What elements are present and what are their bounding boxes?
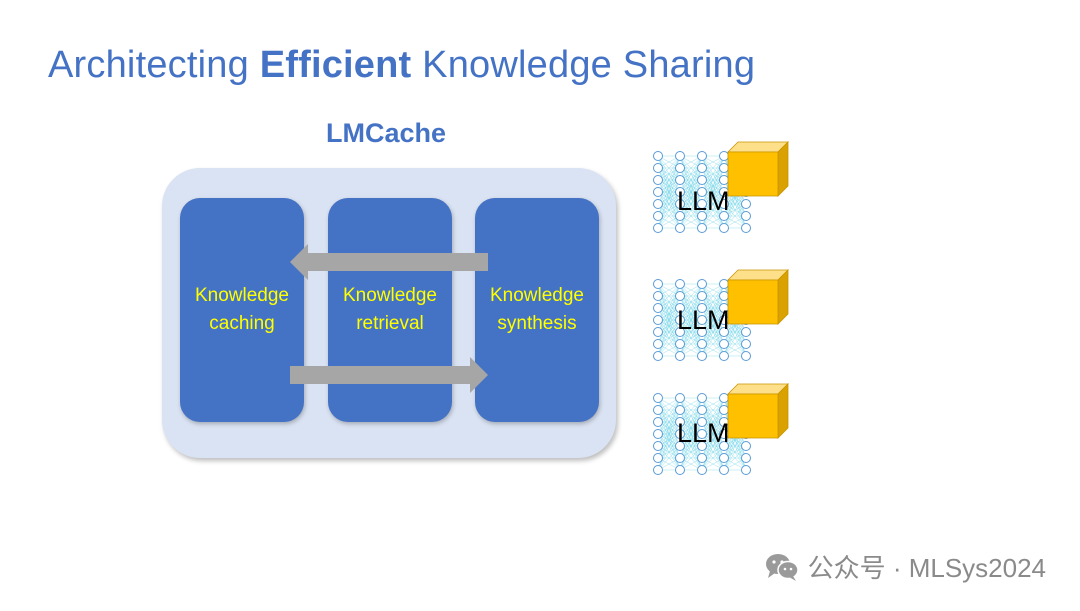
module-label-line1: Knowledge <box>195 282 289 310</box>
watermark-text: 公众号 · MLSys2024 <box>808 548 1046 585</box>
cube-side-face <box>778 270 788 324</box>
llm-unit-2: LLM <box>650 268 795 368</box>
slide-title: Architecting Efficient Knowledge Sharing <box>48 44 755 87</box>
llm-unit-1: LLM <box>650 140 795 240</box>
module-label-line2: synthesis <box>490 310 584 338</box>
title-suffix: Knowledge Sharing <box>411 44 755 86</box>
watermark: 公众号 · MLSys2024 <box>764 548 1046 585</box>
cube-side-face <box>778 142 788 196</box>
wechat-icon <box>764 552 800 582</box>
llm-label: LLM <box>677 305 730 336</box>
module-label-line1: Knowledge <box>343 282 437 310</box>
module-label-line1: Knowledge <box>490 282 584 310</box>
lmcache-label: LMCache <box>326 118 446 149</box>
llm-unit-3: LLM <box>650 382 795 482</box>
cube-front-face <box>728 394 778 438</box>
module-label-line2: retrieval <box>343 310 437 338</box>
knowledge-retrieval-block: Knowledgeretrieval <box>328 198 452 422</box>
module-label-line2: caching <box>195 310 289 338</box>
llm-label: LLM <box>677 418 730 449</box>
title-emphasis: Efficient <box>260 44 412 86</box>
cube-front-face <box>728 152 778 196</box>
title-prefix: Architecting <box>48 44 260 86</box>
cube-front-face <box>728 280 778 324</box>
cube-side-face <box>778 384 788 438</box>
llm-label: LLM <box>677 186 730 217</box>
